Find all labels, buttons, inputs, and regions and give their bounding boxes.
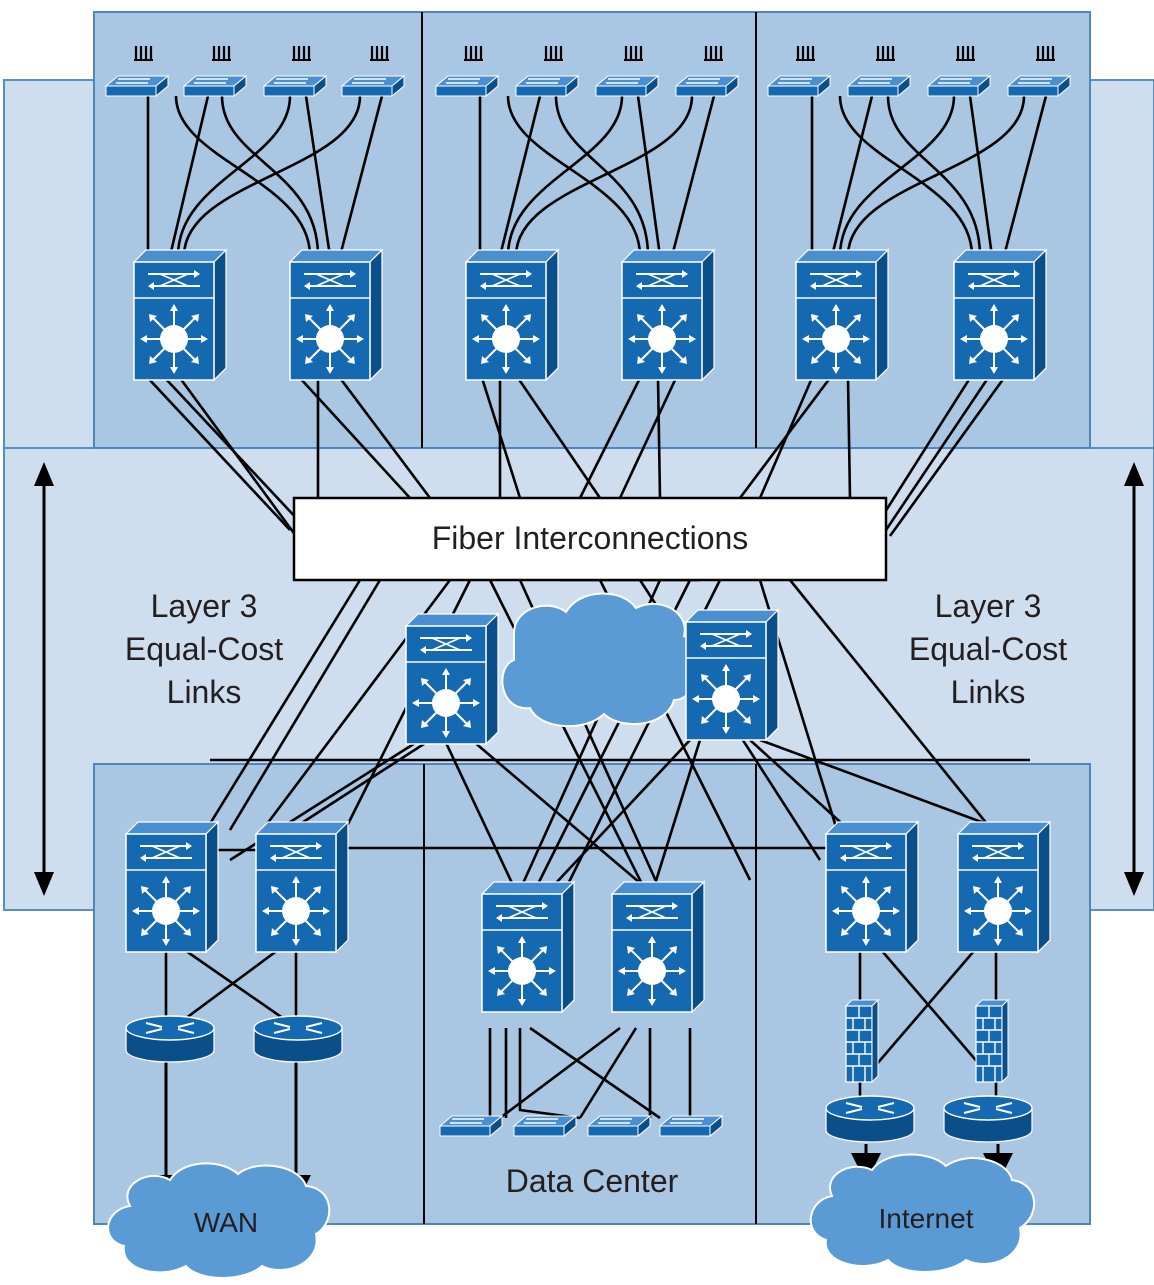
router-icon — [125, 1015, 215, 1063]
layer3-switch-icon — [957, 821, 1051, 953]
workgroup-switch-icon — [513, 1115, 577, 1137]
router-icon — [943, 1095, 1033, 1143]
right-layer3-line2: Equal-Cost — [909, 631, 1067, 667]
right-layer3-line3: Links — [951, 674, 1026, 710]
fiber-interconnections-label: Fiber Interconnections — [432, 520, 749, 556]
internet-label: Internet — [879, 1203, 974, 1234]
top-building-panel — [93, 11, 1091, 449]
left-layer3-line1: Layer 3 — [151, 588, 258, 624]
workgroup-switch-icon — [927, 75, 991, 97]
workgroup-switch-icon — [515, 75, 579, 97]
workgroup-switch-icon — [675, 75, 739, 97]
bottom-internal-links — [164, 846, 998, 1120]
layer3-switch-icon — [289, 249, 383, 381]
workgroup-switch-icon — [659, 1115, 723, 1137]
bottom-services-panel — [93, 763, 1091, 1225]
workgroup-switch-icon — [435, 75, 499, 97]
firewall-icon — [975, 999, 1009, 1083]
layer3-switch-icon — [825, 821, 919, 953]
workgroup-switch-icon — [439, 1115, 503, 1137]
workgroup-switch-icon — [183, 75, 247, 97]
fiber-interconnections-box — [292, 496, 888, 582]
router-icon — [253, 1015, 343, 1063]
firewall-icon — [845, 999, 879, 1083]
left-layer3-line2: Equal-Cost — [125, 631, 283, 667]
layer3-switch-icon — [611, 881, 705, 1013]
wan-cloud-icon — [107, 1162, 331, 1279]
workgroup-switch-icon — [587, 1115, 651, 1137]
core-cloud-icon — [501, 592, 700, 727]
workgroup-switch-icon — [341, 75, 405, 97]
layer3-switch-icon — [481, 881, 575, 1013]
workgroup-switch-icon — [263, 75, 327, 97]
layer3-switch-icon — [133, 249, 227, 381]
layer3-arrows — [42, 476, 1136, 884]
router-icon — [825, 1095, 915, 1143]
top-access-links — [146, 95, 1048, 257]
right-layer3-line1: Layer 3 — [935, 588, 1042, 624]
layer3-switch-icon — [795, 249, 889, 381]
distribution-uplinks — [147, 377, 1006, 537]
datacenter-label: Data Center — [506, 1163, 679, 1199]
layer3-switch-icon — [465, 249, 559, 381]
layer3-switch-icon — [255, 821, 349, 953]
layer3-switch-icon — [621, 249, 715, 381]
core-links — [198, 578, 1031, 901]
left-layer3-line3: Links — [167, 674, 242, 710]
workgroup-switch-icon — [847, 75, 911, 97]
right-layer3-label: Layer 3 Equal-Cost Links — [909, 588, 1067, 710]
layer3-switch-icon — [125, 821, 219, 953]
layer3-switch-icon — [685, 609, 779, 741]
workgroup-switch-icon — [105, 75, 169, 97]
layer3-switch-icon — [405, 613, 499, 745]
workgroup-switch-icon — [767, 75, 831, 97]
workgroup-switch-icon — [1007, 75, 1071, 97]
internet-cloud-icon — [809, 1153, 1035, 1273]
layer3-switch-icon — [953, 249, 1047, 381]
workgroup-switch-icon — [595, 75, 659, 97]
wan-label: WAN — [194, 1207, 258, 1238]
left-layer3-label: Layer 3 Equal-Cost Links — [125, 588, 283, 710]
